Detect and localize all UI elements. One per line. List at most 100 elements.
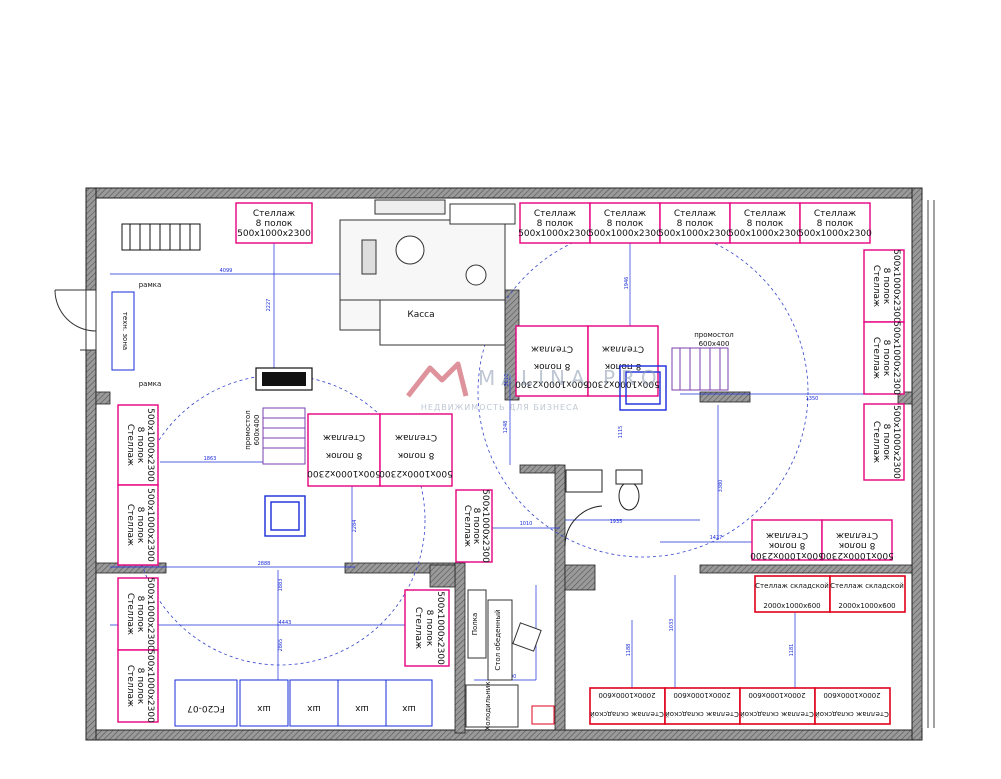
- rack-label: 500x1000x2300: [145, 577, 155, 651]
- svg-text:Стеллаж складской: Стеллаж складской: [755, 582, 829, 590]
- rack-label: Стеллаж: [871, 421, 881, 463]
- rack-label: Стеллаж: [125, 593, 135, 635]
- svg-text:Стеллаж складской: Стеллаж складской: [815, 710, 889, 718]
- rack-label: 500x1000x2300: [435, 591, 445, 665]
- rack-label: Стеллаж: [395, 432, 437, 442]
- rack-label: Стеллаж: [462, 505, 472, 547]
- svg-text:1115: 1115: [618, 426, 624, 439]
- rack-label: Стеллаж: [602, 344, 644, 354]
- warehouse-racks: Стеллаж складской 2000x1000x600 Стеллаж …: [589, 575, 906, 725]
- svg-text:2000x1000x600: 2000x1000x600: [748, 691, 805, 699]
- rack-label: 8 полок: [135, 507, 145, 544]
- svg-text:2000x1000x600: 2000x1000x600: [673, 691, 730, 699]
- tech-zone: техн. зона: [111, 291, 135, 371]
- svg-text:MALINA PRO: MALINA PRO: [478, 366, 663, 390]
- warehouse-rack: 2000x1000x600 Стеллаж складской: [739, 687, 816, 725]
- svg-text:1248: 1248: [503, 421, 509, 434]
- rack-label: 8 полок: [537, 219, 574, 229]
- rack-label: 8 полок: [325, 450, 362, 460]
- svg-text:1946: 1946: [624, 277, 630, 290]
- svg-text:Касса: Касса: [407, 310, 434, 320]
- rack-label: 500x1000x2300: [750, 550, 824, 560]
- rack-label: 8 полок: [397, 450, 434, 460]
- watermark-logo: MALINA PRO НЕДВИЖИМОСТЬ ДЛЯ БИЗНЕСА: [406, 361, 663, 412]
- rack-label: 8 полок: [135, 427, 145, 464]
- svg-text:Стеллаж складской: Стеллаж складской: [740, 710, 814, 718]
- warehouse-rack: Стеллаж складской 2000x1000x600: [829, 575, 906, 613]
- rack-label: Стеллаж: [534, 209, 576, 219]
- svg-text:1883: 1883: [278, 579, 284, 592]
- rack-label: 8 полок: [881, 340, 891, 377]
- cabinet: шх: [337, 679, 387, 727]
- rack-label: 500x1000x2300: [798, 229, 872, 239]
- svg-text:рамка: рамка: [139, 380, 162, 388]
- svg-text:промостол: промостол: [244, 410, 252, 450]
- cabinet: FC20-07: [174, 679, 238, 727]
- svg-text:3380: 3380: [718, 480, 724, 493]
- svg-text:Стеллаж складской: Стеллаж складской: [665, 710, 739, 718]
- rack-label: 500x1000x2300: [307, 468, 381, 478]
- rack-label: Стеллаж: [744, 209, 786, 219]
- dimension-values: 4099 2227 1946 3010 1248 1863 1350 1115 …: [204, 268, 819, 680]
- svg-text:НЕДВИЖИМОСТЬ ДЛЯ БИЗНЕСА: НЕДВИЖИМОСТЬ ДЛЯ БИЗНЕСА: [421, 403, 579, 412]
- svg-text:4099: 4099: [220, 268, 233, 274]
- svg-text:600x400: 600x400: [699, 340, 730, 348]
- svg-text:техн. зона: техн. зона: [121, 312, 129, 350]
- rack-label: 8 полок: [881, 268, 891, 305]
- warehouse-rack: Стеллаж складской 2000x1000x600: [754, 575, 831, 613]
- rack-label: 500x1000x2300: [586, 379, 660, 389]
- cabinet: шх: [289, 679, 339, 727]
- cabinet-label: FC20-07: [187, 703, 225, 713]
- rack-label: 8 полок: [471, 508, 481, 545]
- cabinet: шх: [385, 679, 433, 727]
- rack-label: 500x1000x2300: [518, 229, 592, 239]
- rack-label: 500x1000x2300: [237, 229, 311, 239]
- cabinet-label: шх: [355, 703, 369, 713]
- rack-label: 500x1000x2300: [515, 379, 589, 389]
- svg-text:1181: 1181: [789, 644, 795, 657]
- svg-text:1350: 1350: [806, 396, 819, 402]
- display-stand: [264, 365, 667, 537]
- rack-label: 500x1000x2300: [728, 229, 802, 239]
- camera-coverage: [134, 226, 809, 666]
- svg-text:1427: 1427: [710, 535, 723, 541]
- rack-label: Стеллаж: [836, 530, 878, 540]
- rack-label: 500x1000x2300: [480, 489, 490, 563]
- rack-label: 500x1000x2300: [658, 229, 732, 239]
- rack-label: 500x1000x2300: [891, 249, 901, 323]
- entrance-door: [54, 289, 97, 351]
- rack-label: Стеллаж: [531, 344, 573, 354]
- promo-table: промостол 600x400: [671, 331, 734, 391]
- svg-text:2284: 2284: [352, 520, 358, 533]
- rack-label: 500x1000x2300: [820, 550, 894, 560]
- rack-label: Стеллаж: [413, 607, 423, 649]
- rack-label: Стеллаж: [871, 265, 881, 307]
- security-frame: рамка рамка: [139, 281, 313, 391]
- svg-text:промостол: промостол: [694, 331, 734, 339]
- rack-label: 500x1000x2300: [379, 468, 453, 478]
- svg-text:2000x1000x600: 2000x1000x600: [598, 691, 655, 699]
- rack-label: Стеллаж: [674, 209, 716, 219]
- svg-text:600x400: 600x400: [253, 415, 261, 446]
- rack-label: Стеллаж: [125, 504, 135, 546]
- rack-label: 500x1000x2300: [588, 229, 662, 239]
- bathroom: [564, 469, 643, 547]
- rack-label: 500x1000x2300: [145, 408, 155, 482]
- svg-text:2888: 2888: [258, 561, 271, 567]
- svg-text:Полка: Полка: [471, 613, 479, 636]
- svg-text:3010: 3010: [504, 374, 510, 387]
